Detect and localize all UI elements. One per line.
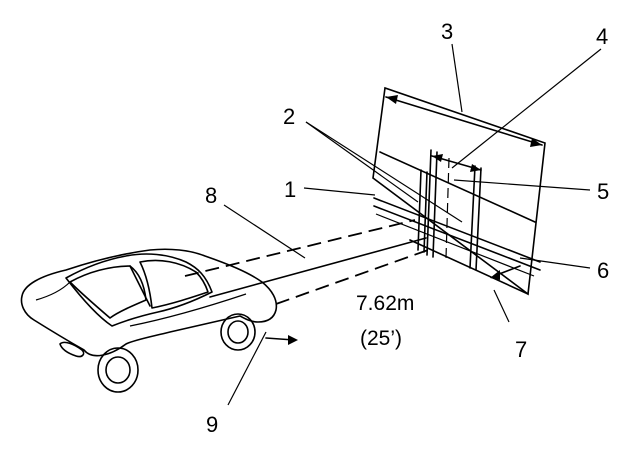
dimension-width-3: [385, 95, 543, 147]
beam-lower: [275, 249, 429, 305]
center-vertical-line-a: [426, 149, 432, 256]
horizontal-line-upper: [373, 197, 541, 263]
horizontal-line-lower: [373, 205, 541, 271]
callout-3: 3: [441, 19, 453, 44]
dimension-spacing-4: [431, 154, 482, 172]
screen-diagonal: [379, 151, 536, 223]
callout-7: 7: [515, 337, 527, 362]
screen-dashed-vertical: [445, 157, 450, 259]
right-vertical-line-b: [475, 167, 482, 271]
callout-5: 5: [597, 179, 609, 204]
vehicle-centerline: [209, 237, 427, 298]
vehicle: [20, 248, 298, 393]
aiming-screen: [372, 86, 546, 296]
left-vertical-line-a: [417, 169, 422, 251]
callout-6: 6: [597, 258, 609, 283]
beam-upper: [184, 219, 416, 277]
callout-2: 2: [283, 104, 295, 129]
arrow-7-head: [490, 270, 500, 280]
screen-base: [409, 239, 529, 295]
floor-line: [375, 213, 535, 277]
distance-metric: 7.62m: [356, 292, 414, 315]
leader-lines: [223, 43, 602, 406]
callout-9: 9: [206, 412, 218, 437]
right-vertical-line-a: [469, 165, 476, 269]
callout-1: 1: [284, 177, 296, 202]
beam-paths: [184, 219, 429, 305]
callout-8: 8: [205, 183, 217, 208]
callout-4: 4: [596, 24, 608, 49]
distance-imperial: (25’): [360, 327, 402, 350]
